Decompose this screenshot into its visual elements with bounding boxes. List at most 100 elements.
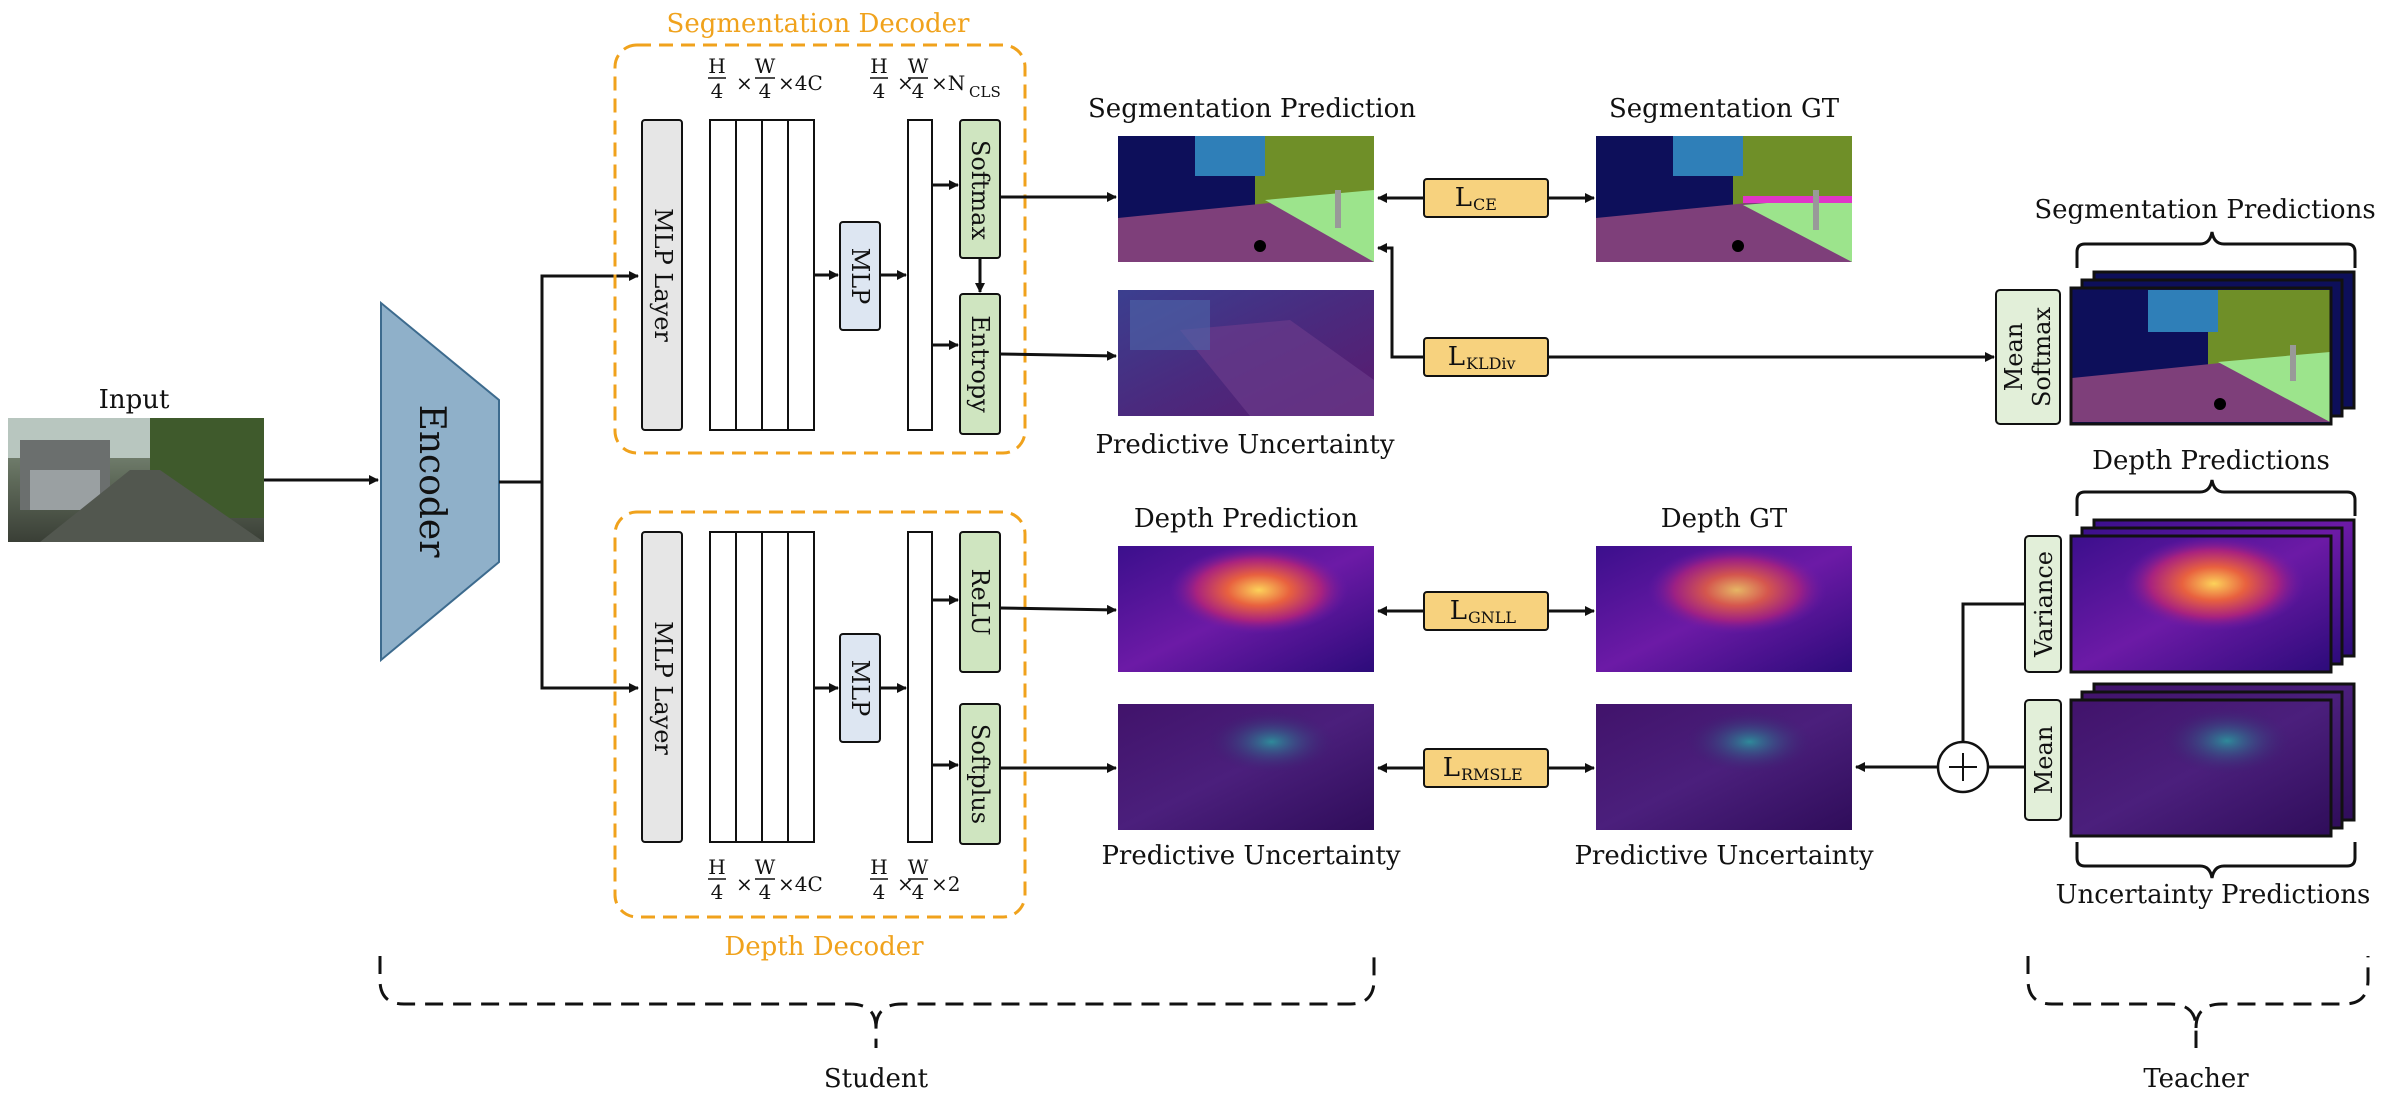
svg-text:4: 4 [711, 880, 724, 904]
seg-gt-label: Segmentation GT [1609, 94, 1840, 124]
depth-mlp-layer-label: MLP Layer [649, 621, 677, 755]
depth-pred-image [1118, 546, 1374, 672]
seg-mlp-layer-block [641, 119, 683, 431]
input-image [8, 418, 264, 542]
student-label: Student [824, 1064, 929, 1094]
svg-text:H: H [708, 54, 725, 78]
entropy-block [959, 293, 1001, 435]
mean-block [2024, 699, 2062, 821]
svg-text:×: × [736, 872, 753, 896]
encoder-to-depth-arrow [540, 482, 639, 693]
teacher-brace [2026, 956, 2370, 1048]
svg-text:H: H [708, 855, 725, 879]
svg-text:KLDiv: KLDiv [1466, 354, 1516, 373]
teacher-depth-stack [2069, 518, 2356, 674]
svg-text:W: W [908, 54, 929, 78]
svg-text:H: H [870, 54, 887, 78]
svg-text:H: H [870, 855, 887, 879]
svg-text:×4C: ×4C [778, 872, 823, 896]
seg-pred-label: Segmentation Prediction [1088, 94, 1416, 124]
entropy-to-seg-unc-arrow [999, 350, 1117, 361]
seg-unc-label: Predictive Uncertainty [1095, 430, 1394, 460]
svg-text:×4C: ×4C [778, 71, 823, 95]
depth-unc-label: Predictive Uncertainty [1101, 841, 1400, 871]
svg-text:×: × [736, 71, 753, 95]
seg-unc-image [1118, 290, 1374, 416]
svg-text:4: 4 [711, 79, 724, 103]
svg-text:L: L [1448, 342, 1465, 372]
depth-pred-label: Depth Prediction [1134, 504, 1359, 534]
seg-output-tensor [907, 119, 933, 431]
svg-text:4: 4 [873, 79, 886, 103]
mean-softmax-block [1995, 289, 2061, 425]
svg-text:4: 4 [873, 880, 886, 904]
seg-gt-image [1596, 136, 1852, 262]
loss-gnll-label: L GNLL [1450, 596, 1517, 627]
encoder-label: Encoder [411, 405, 452, 559]
svg-text:×: × [897, 71, 914, 95]
depth-mlp-label: MLP [846, 660, 874, 717]
svg-text:×2: ×2 [931, 872, 960, 896]
depth-unc-gt-image [1596, 704, 1852, 830]
teacher-unc-stack [2069, 682, 2356, 838]
svg-text:GNLL: GNLL [1468, 608, 1516, 627]
svg-text:4: 4 [912, 880, 925, 904]
depth-unc-image [1118, 704, 1374, 830]
depth-output-dims: H 4 × W 4 ×2 [870, 855, 960, 904]
teacher-unc-brace [2075, 842, 2357, 879]
svg-text:×N: ×N [931, 71, 965, 95]
svg-text:4: 4 [912, 79, 925, 103]
teacher-depth-preds-label: Depth Predictions [2092, 446, 2330, 476]
seg-mlp-label: MLP [846, 248, 874, 305]
encoder-block [380, 300, 500, 663]
depth-gt-image [1596, 546, 1852, 672]
mean-softmax-label-1: Mean [2000, 323, 2028, 392]
svg-text:W: W [755, 54, 776, 78]
depth-decoder-title: Depth Decoder [724, 932, 924, 962]
variance-to-plus-line [1961, 602, 2025, 742]
relu-to-depth-pred-arrow [999, 604, 1117, 615]
input-label: Input [99, 385, 170, 415]
seg-feature-stack [709, 119, 815, 431]
softmax-label: Softmax [966, 140, 994, 240]
teacher-seg-brace [2075, 231, 2357, 268]
depth-feature-dims: H 4 × W 4 ×4C [708, 855, 823, 904]
teacher-label: Teacher [2143, 1064, 2249, 1094]
svg-text:L: L [1455, 183, 1472, 213]
teacher-seg-stack [2069, 270, 2356, 426]
teacher-unc-preds-label: Uncertainty Predictions [2056, 880, 2371, 910]
svg-text:W: W [755, 855, 776, 879]
depth-unc-gt-label: Predictive Uncertainty [1574, 841, 1873, 871]
seg-decoder-title: Segmentation Decoder [667, 9, 970, 39]
loss-kl-label: L KLDiv [1448, 342, 1516, 373]
seg-output-dims: H 4 × W 4 ×N CLS [870, 54, 1001, 103]
svg-text:L: L [1450, 596, 1467, 626]
svg-text:CLS: CLS [969, 83, 1001, 101]
depth-decoder-box [613, 510, 1027, 919]
depth-mlp-layer-block [641, 531, 683, 843]
svg-text:4: 4 [759, 880, 772, 904]
depth-output-tensor [907, 531, 933, 843]
encoder-to-seg-arrow [540, 271, 639, 482]
seg-decoder-box [613, 43, 1027, 455]
entropy-label: Entropy [966, 315, 994, 413]
loss-kl-to-seg-pred-arrow [1377, 243, 1424, 359]
softplus-block [959, 703, 1001, 845]
svg-text:W: W [908, 855, 929, 879]
svg-text:CE: CE [1473, 195, 1497, 214]
softplus-label: Softplus [966, 724, 994, 824]
svg-text:4: 4 [759, 79, 772, 103]
teacher-depth-brace [2075, 479, 2357, 516]
teacher-seg-preds-label: Segmentation Predictions [2034, 195, 2375, 225]
svg-text:RMSLE: RMSLE [1461, 765, 1523, 784]
relu-block [959, 531, 1001, 673]
svg-text:L: L [1443, 753, 1460, 783]
variance-label: Variance [2030, 551, 2058, 658]
loss-rmsle-label: L RMSLE [1443, 753, 1523, 784]
mean-label: Mean [2030, 726, 2058, 795]
seg-mlp-layer-label: MLP Layer [649, 208, 677, 342]
depth-feature-stack [709, 531, 815, 843]
loss-ce-label: L CE [1455, 183, 1497, 214]
relu-label: ReLU [966, 568, 994, 635]
